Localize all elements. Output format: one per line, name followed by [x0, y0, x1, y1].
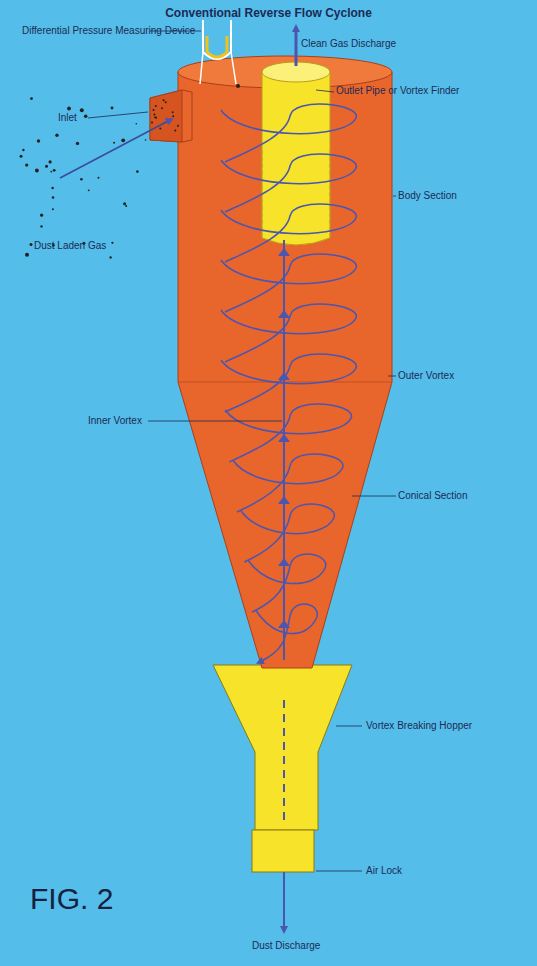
outer-vortex-spiral	[248, 554, 326, 612]
dust-particle	[76, 142, 79, 145]
dust-particle	[45, 165, 48, 168]
dust-particle	[40, 225, 42, 227]
dust-particle	[125, 205, 127, 207]
inner-vortex-arrow	[278, 558, 290, 566]
dust-particle	[55, 134, 58, 137]
inner-vortex-arrow	[278, 496, 290, 504]
dust-particle	[151, 122, 153, 124]
dust-particle	[49, 160, 52, 163]
dust-particle	[52, 196, 55, 199]
part-label: Dust Discharge	[252, 940, 320, 952]
dust-particle	[121, 138, 125, 142]
dust-particle	[161, 107, 163, 109]
inner-vortex-arrow	[278, 248, 290, 256]
dust-particle	[51, 187, 53, 189]
outer-vortex-spiral	[221, 154, 356, 212]
dust-particle	[98, 177, 100, 179]
part-label: Dust Laden Gas	[34, 240, 106, 252]
dust-particle	[153, 109, 155, 111]
dust-particle	[80, 178, 83, 181]
inner-vortex-arrow	[278, 372, 290, 380]
outer-vortex-spiral	[221, 254, 356, 312]
dust-particle	[123, 202, 126, 205]
inner-vortex-arrow	[278, 310, 290, 318]
dust-particle	[111, 107, 114, 110]
outer-vortex-spiral	[221, 104, 356, 162]
dust-particle	[88, 189, 90, 191]
part-label: Inlet	[58, 112, 77, 124]
vortex-breaking-hopper	[213, 665, 352, 830]
part-label: Outer Vortex	[398, 370, 454, 382]
part-label: Vortex Breaking Hopper	[366, 720, 472, 732]
part-label: Differential Pressure Measuring Device	[22, 25, 195, 37]
outer-vortex-spiral	[233, 454, 343, 512]
dust-particle	[30, 97, 33, 100]
dust-particle	[37, 139, 40, 142]
outer-vortex-spiral	[256, 604, 318, 662]
dust-particle	[163, 99, 165, 101]
outer-vortex-spiral	[221, 304, 356, 362]
dust-particle	[159, 128, 161, 130]
outer-vortex-spiral	[240, 504, 334, 562]
outer-vortex-spiral	[221, 204, 356, 262]
outer-vortex-spiral	[221, 354, 356, 412]
part-label: Air Lock	[366, 865, 402, 877]
outer-vortex-spiral	[225, 404, 351, 462]
dust-particle	[67, 107, 71, 111]
dust-particle	[153, 114, 155, 116]
figure-caption: FIG. 2	[30, 882, 113, 916]
dust-particle	[80, 108, 84, 112]
dust-particle	[40, 214, 43, 217]
inner-vortex-arrow	[278, 434, 290, 442]
dust-particle	[113, 142, 115, 144]
figure-title: Conventional Reverse Flow Cyclone	[0, 6, 537, 20]
part-label: Inner Vortex	[88, 415, 142, 427]
inlet-duct	[150, 90, 192, 142]
dust-particle	[30, 243, 33, 246]
dust-particle	[25, 164, 28, 167]
dust-particle	[109, 256, 111, 258]
dust-particle	[136, 123, 138, 125]
dust-particle	[172, 115, 174, 117]
dust-particle	[84, 115, 88, 119]
dust-particle	[155, 117, 157, 119]
dust-particle	[177, 125, 179, 127]
inner-vortex-arrow	[278, 620, 290, 628]
dust-particle	[154, 116, 156, 118]
part-label: Clean Gas Discharge	[301, 38, 396, 50]
part-label: Body Section	[398, 190, 457, 202]
dust-particle	[20, 155, 23, 158]
cyclone-body	[178, 72, 392, 668]
dust-particle	[174, 129, 176, 131]
part-label: Conical Section	[398, 490, 467, 502]
dust-particle	[145, 139, 147, 141]
dust-particle	[25, 253, 29, 257]
dust-particle	[35, 169, 39, 173]
dust-particle	[172, 111, 174, 113]
dust-particle	[22, 149, 24, 151]
dust-particle	[111, 242, 113, 244]
dust-particle	[52, 208, 54, 210]
part-label: Outlet Pipe or Vortex Finder	[336, 85, 459, 97]
air-lock	[252, 830, 314, 872]
dust-particle	[165, 101, 167, 103]
dust-particle	[53, 169, 56, 172]
dust-particle	[50, 171, 52, 173]
dust-particle	[136, 170, 139, 173]
dust-particle	[155, 105, 157, 107]
